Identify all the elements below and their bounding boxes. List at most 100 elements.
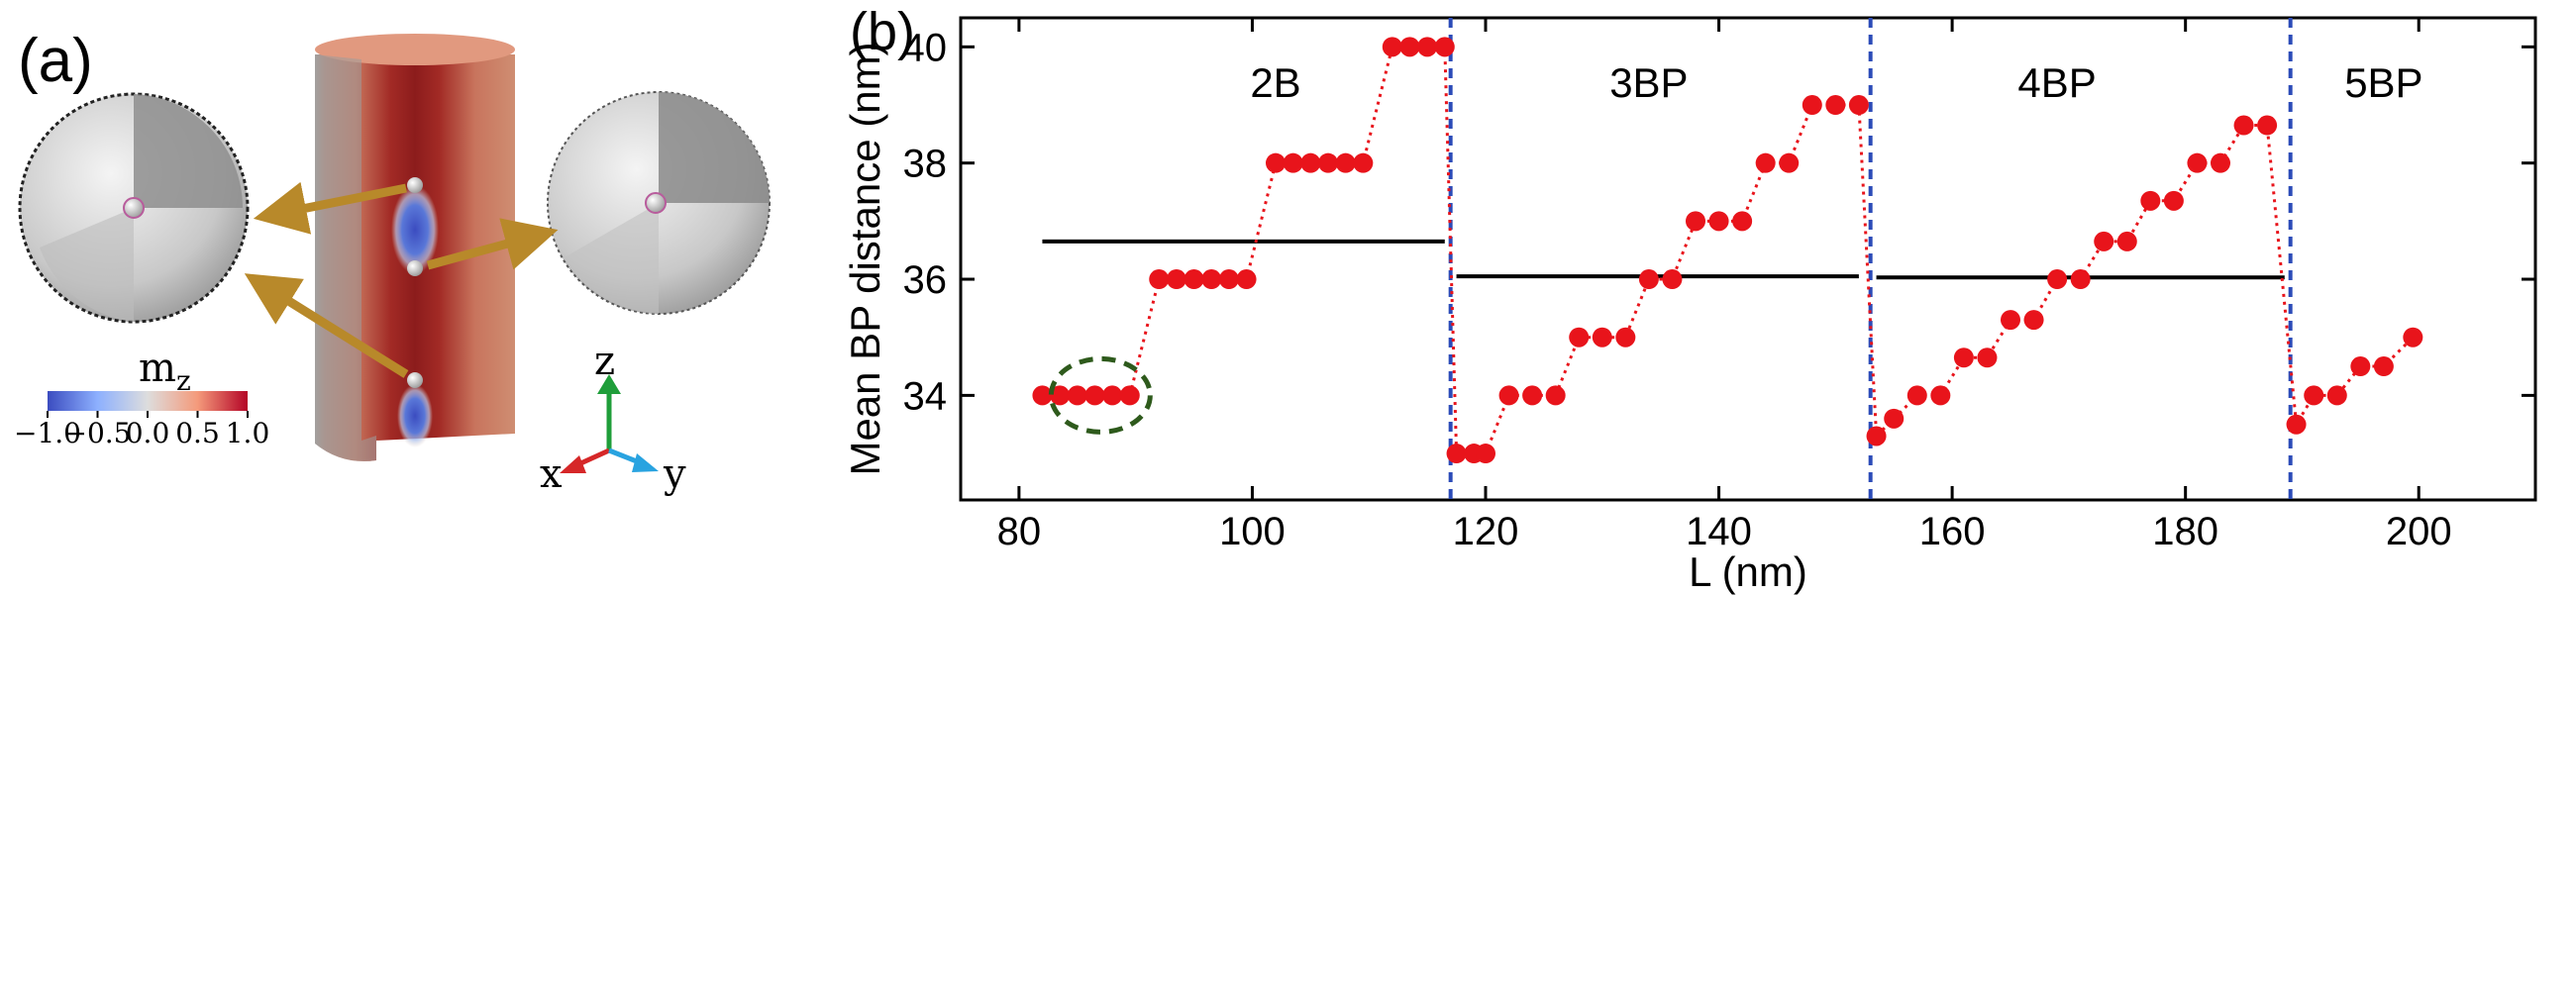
data-point	[2023, 310, 2044, 331]
right-sphere-cut-face-2	[565, 203, 659, 314]
data-point	[1399, 37, 1420, 57]
y-tick-label: 38	[903, 143, 948, 186]
y-tick-label: 40	[903, 26, 948, 69]
data-point	[2070, 269, 2091, 290]
x-tick-label: 200	[2386, 510, 2452, 553]
z-axis-label: z	[594, 339, 615, 384]
data-point	[1300, 152, 1321, 173]
data-point	[2286, 414, 2307, 435]
data-point	[1686, 211, 1705, 232]
data-point	[1084, 385, 1105, 406]
data-point	[2326, 385, 2347, 406]
right-sphere-cut-face	[659, 92, 770, 203]
data-point	[1353, 152, 1374, 173]
data-point	[1779, 152, 1800, 173]
x-tick-label: 140	[1686, 510, 1752, 553]
y-axis-label: y	[663, 451, 686, 497]
data-point	[2187, 152, 2208, 173]
z-axis-head	[597, 374, 621, 394]
y-axis-title: Mean BP distance (nm)	[842, 42, 888, 475]
data-point	[2094, 231, 2114, 251]
data-point	[1953, 347, 1974, 368]
y-tick-label: 34	[903, 374, 948, 418]
data-point	[1266, 152, 1286, 173]
bloch-point-middle	[407, 260, 423, 276]
left-sphere-cut-face	[134, 94, 244, 208]
region-label: 2B	[1250, 59, 1300, 106]
data-point	[1522, 385, 1543, 406]
right-sphere-bloch-point	[645, 192, 667, 214]
cylinder-cut-side	[315, 54, 376, 461]
data-point	[2116, 231, 2137, 251]
colorbar-tick-label: −1.0	[14, 417, 81, 449]
data-point	[1802, 95, 1822, 116]
highlight-circle	[1048, 355, 1153, 435]
colorbar-tick-label: 0.0	[126, 417, 170, 449]
data-point	[1236, 269, 1257, 290]
data-point	[1067, 385, 1087, 406]
panel-a: (a)	[14, 27, 771, 497]
data-point	[2373, 356, 2394, 377]
data-point	[1119, 385, 1140, 406]
colorbar-tick-label: 1.0	[226, 417, 270, 449]
region-label: 5BP	[2344, 59, 2422, 106]
colorbar-tick-label: −0.5	[64, 417, 132, 449]
cylinder-nanowire	[315, 34, 515, 461]
connecting-arrows	[244, 181, 559, 378]
data-point	[1149, 269, 1170, 290]
data-point	[1662, 269, 1683, 290]
data-point	[1382, 37, 1402, 57]
x-tick-label: 100	[1219, 510, 1286, 553]
x-axis-head	[560, 455, 586, 473]
blue-region-2	[397, 384, 433, 447]
data-point	[1569, 327, 1590, 347]
data-point	[2140, 190, 2161, 211]
region-label: 3BP	[1609, 59, 1688, 106]
data-point	[1032, 385, 1053, 406]
data-point	[1318, 152, 1338, 173]
panel-a-label: (a)	[18, 27, 93, 95]
data-point	[1884, 408, 1905, 429]
data-point	[1184, 269, 1204, 290]
data-point	[1732, 211, 1753, 232]
data-point	[2233, 115, 2254, 136]
data-point	[1708, 211, 1729, 232]
data-point	[1218, 269, 1239, 290]
cylinder-top	[315, 34, 515, 65]
bloch-point-top	[407, 177, 423, 193]
data-point	[1848, 95, 1869, 116]
data-connector	[1042, 45, 2415, 455]
left-sphere-cut-face-2	[40, 208, 134, 322]
data-point	[1050, 385, 1071, 406]
data-point	[2403, 327, 2423, 347]
x-tick-label: 80	[997, 510, 1042, 553]
data-point	[2001, 310, 2020, 331]
colorbar-gradient	[48, 391, 248, 411]
data-point	[2047, 269, 2068, 290]
data-point	[1201, 269, 1222, 290]
data-point	[1166, 269, 1186, 290]
arrow-top-to-left	[253, 181, 407, 235]
colorbar-tick-label: 0.5	[175, 417, 220, 449]
data-point	[1615, 327, 1636, 347]
x-tick-label: 180	[2152, 510, 2218, 553]
data-point	[1434, 37, 1455, 57]
data-point	[1498, 385, 1519, 406]
data-point	[1930, 385, 1951, 406]
axes-triad: z x y	[540, 339, 686, 497]
data-point	[2257, 115, 2278, 136]
data-point	[2304, 385, 2324, 406]
data-point	[1755, 152, 1776, 173]
plot-frame	[959, 16, 2537, 502]
data-point	[2211, 152, 2230, 173]
y-tick-label: 36	[903, 258, 948, 302]
x-tick-label: 160	[1919, 510, 1986, 553]
left-sphere-bloch-point	[123, 197, 145, 219]
data-point	[1592, 327, 1612, 347]
x-axis-title: L (nm)	[1689, 548, 1807, 595]
bloch-point-bottom	[407, 372, 423, 388]
